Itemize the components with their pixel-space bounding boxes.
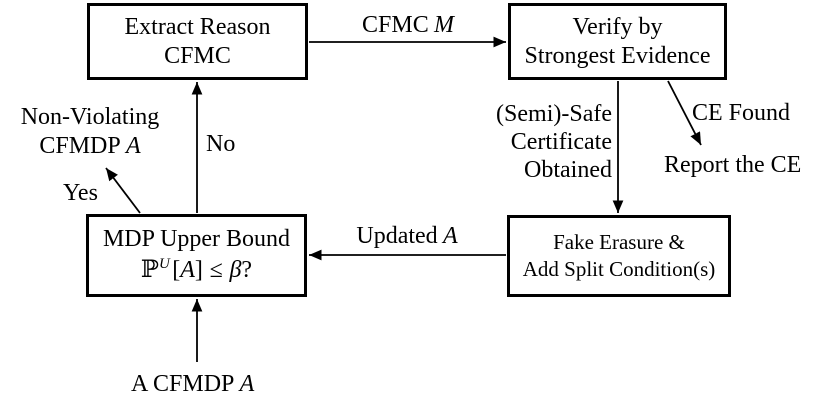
- label-updated-a-text: Updated: [356, 223, 438, 249]
- box-verify-line2: Strongest Evidence: [524, 42, 711, 69]
- label-non-violating-line2-text: CFMDP: [39, 133, 121, 159]
- math-superscript-u: U: [158, 256, 170, 272]
- label-semi-safe-line3: Obtained: [524, 157, 612, 183]
- label-a-cfmdp-text: A CFMDP: [131, 371, 235, 397]
- math-question-mark: ?: [241, 257, 253, 283]
- box-mdp-upper-bound: MDP Upper Bound ℙU[A]≤β?: [86, 214, 307, 297]
- label-semi-safe-line1: (Semi)-Safe: [496, 101, 612, 127]
- label-no: No: [206, 131, 236, 157]
- arrow-yes: [105, 167, 141, 214]
- label-cfmc-m-text: CFMC: [362, 12, 429, 38]
- box-extract-reason-cfmc: Extract Reason CFMC: [87, 3, 308, 80]
- label-cfmc-m-var: M: [433, 12, 454, 38]
- box-verify-strongest-evidence: Verify by Strongest Evidence: [508, 3, 727, 80]
- label-non-violating-line1: Non-Violating: [20, 104, 160, 130]
- math-prob-symbol: ℙ: [140, 257, 159, 283]
- math-close-bracket: ]: [194, 257, 203, 283]
- label-yes: Yes: [63, 180, 98, 206]
- box-fake-erasure-split: Fake Erasure & Add Split Condition(s): [507, 215, 731, 297]
- label-a-cfmdp-var: A: [239, 371, 255, 397]
- math-leq: ≤: [209, 257, 223, 283]
- box-extract-line1: Extract Reason: [124, 13, 271, 40]
- box-extract-line2: CFMC: [164, 42, 231, 69]
- math-beta: β: [229, 257, 242, 283]
- label-semi-safe-certificate: (Semi)-Safe Certificate Obtained: [452, 100, 612, 184]
- box-fake-line1: Fake Erasure &: [553, 230, 685, 254]
- label-updated-a-var: A: [442, 223, 458, 249]
- math-var-a: A: [180, 257, 195, 283]
- box-fake-line2: Add Split Condition(s): [522, 257, 716, 281]
- box-mdp-math: ℙU[A]≤β?: [141, 254, 252, 286]
- math-open-bracket: [: [172, 257, 181, 283]
- box-verify-line1: Verify by: [572, 13, 663, 40]
- box-mdp-line1: MDP Upper Bound: [102, 226, 291, 252]
- label-ce-found: CE Found: [692, 100, 791, 126]
- label-non-violating-var: A: [125, 133, 141, 159]
- label-report-ce: Report the CE: [664, 152, 802, 178]
- label-semi-safe-line2: Certificate: [510, 129, 612, 155]
